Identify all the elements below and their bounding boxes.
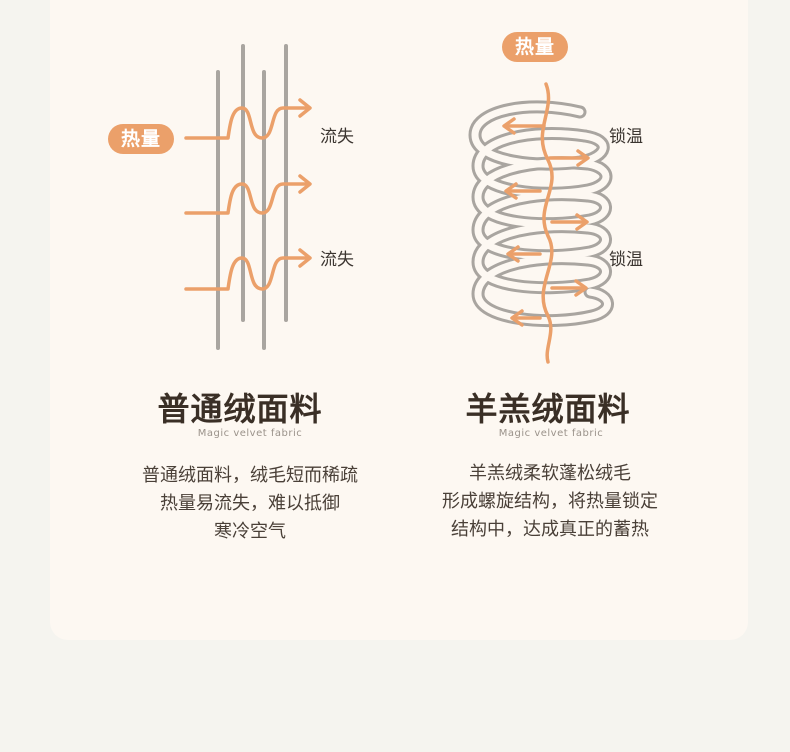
fabric-description: 羊羔绒柔软蓬松绒毛 形成螺旋结构，将热量锁定 结构中，达成真正的蓄热: [400, 460, 700, 544]
arrow-head: [298, 98, 312, 118]
fabric-title: 羊羔绒面料: [465, 390, 631, 428]
arrow-head: [574, 279, 588, 297]
comparison-card: [50, 0, 748, 640]
heat-arrow: [184, 182, 310, 215]
heat-loss-label: 流失: [320, 250, 354, 270]
heat-flow-arrows: [184, 98, 312, 291]
fabric-description: 普通绒面料，绒毛短而稀疏 热量易流失，难以抵御 寒冷空气: [100, 462, 400, 546]
arrow-head: [298, 174, 312, 194]
description-line: 普通绒面料，绒毛短而稀疏: [142, 465, 358, 486]
description-line: 热量易流失，难以抵御: [160, 493, 340, 514]
arrow-head: [502, 117, 516, 135]
description-line: 羊羔绒柔软蓬松绒毛: [469, 463, 631, 484]
normal-fabric-diagram: [184, 44, 312, 350]
heat-loss-label: 流失: [320, 127, 354, 147]
fabric-subtitle: Magic velvet fabric: [498, 428, 604, 439]
fabric-subtitle: Magic velvet fabric: [197, 428, 303, 439]
lamb-fleece-panel: 热量 锁温 锁温 羊羔绒面料 Magic velvet fabric 羊羔绒柔软…: [380, 0, 720, 640]
heat-badge: 热量: [108, 124, 175, 154]
heat-lock-label: 锁温: [609, 127, 643, 147]
heat-retention-arrows: [502, 82, 590, 364]
description-line: 形成螺旋结构，将热量锁定: [442, 491, 658, 512]
heat-arrow: [184, 256, 310, 291]
fabric-title: 普通绒面料: [157, 390, 323, 428]
heat-path: [540, 82, 554, 364]
heat-arrow: [184, 106, 310, 140]
heat-badge: 热量: [502, 32, 569, 62]
heat-lock-label: 锁温: [609, 250, 643, 270]
spiral-fiber-core: [471, 103, 611, 325]
description-line: 结构中，达成真正的蓄热: [451, 519, 649, 540]
arrow-head: [298, 248, 312, 268]
arrow-head: [576, 149, 590, 167]
arrow-head: [575, 213, 589, 231]
description-line: 寒冷空气: [214, 521, 286, 542]
arrow-head: [510, 309, 524, 327]
arrow-head: [504, 182, 518, 200]
normal-fabric-panel: 热量 流失 流失 普通绒面料 Magic velvet fabric 普通绒面料…: [70, 0, 410, 640]
lamb-fleece-diagram: [468, 82, 614, 364]
arrow-head: [506, 245, 520, 263]
